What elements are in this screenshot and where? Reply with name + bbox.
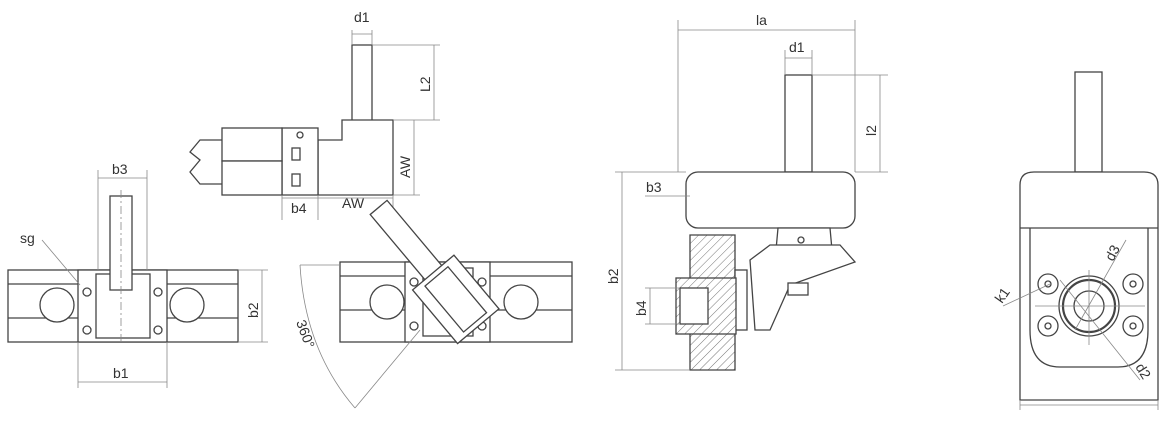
view-side-section: la d1 l2 b3 b2 b4 xyxy=(605,12,888,371)
dim-d1-label: d1 xyxy=(354,9,370,25)
view-bottom: d3 k1 d2 xyxy=(991,71,1159,410)
dim-angle-label: 360° xyxy=(293,318,318,351)
dim-b2-label: b2 xyxy=(245,302,261,318)
view-rotated: 360° xyxy=(293,199,573,409)
view-front-rail: b3 sg b2 b1 xyxy=(7,161,268,388)
dim-d3-label: d3 xyxy=(1102,242,1124,263)
dim-L2-label: L2 xyxy=(417,76,433,92)
dim-AW-horizontal-label: AW xyxy=(342,195,365,211)
dim-la-label: la xyxy=(756,12,767,28)
dim-b2-label-2: b2 xyxy=(605,268,621,284)
dim-b4-label-2: b4 xyxy=(633,300,649,316)
dim-sg-label: sg xyxy=(20,230,35,246)
dim-AW-vertical-label: AW xyxy=(397,155,413,178)
dim-b1-label: b1 xyxy=(113,365,129,381)
dim-b4-label: b4 xyxy=(291,200,307,216)
dim-l2-label: l2 xyxy=(863,125,879,136)
dim-d1-label-2: d1 xyxy=(789,39,805,55)
view-top-angle: d1 L2 AW b4 AW xyxy=(189,9,440,220)
dim-b3-label: b3 xyxy=(112,161,128,177)
dim-d2-label: d2 xyxy=(1132,360,1154,382)
dim-b3-label-2: b3 xyxy=(646,179,662,195)
